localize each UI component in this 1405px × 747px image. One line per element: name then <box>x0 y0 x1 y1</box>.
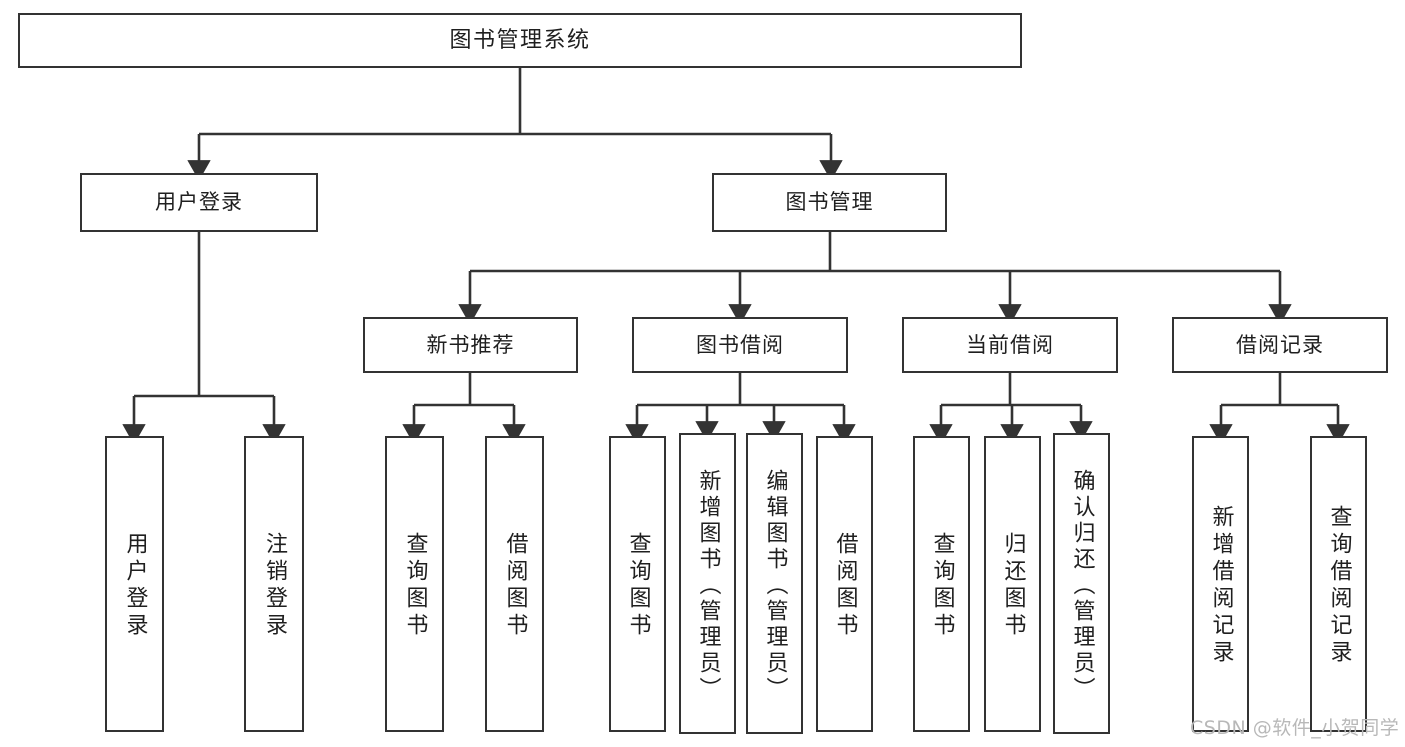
node-leaf-query-book-3[interactable]: 查询图书 <box>913 436 970 732</box>
node-leaf-query-book-2-label: 查询图书 <box>625 532 651 640</box>
node-root-system[interactable]: 图书管理系统 <box>18 13 1022 68</box>
node-borrow-record[interactable]: 借阅记录 <box>1172 317 1388 373</box>
node-user-login-label: 用户登录 <box>155 190 243 215</box>
node-book-borrow-label: 图书借阅 <box>696 332 784 357</box>
node-new-book-recommend-label: 新书推荐 <box>426 332 515 357</box>
node-leaf-confirm-return[interactable]: 确认归还（管理员） <box>1053 433 1110 734</box>
csdn-watermark: CSDN @软件_小贺同学 <box>1190 717 1400 739</box>
node-leaf-add-record-label: 新增借阅记录 <box>1208 505 1234 667</box>
node-leaf-borrow-book-2-label: 借阅图书 <box>832 532 858 640</box>
node-leaf-edit-book-label: 编辑图书（管理员） <box>762 468 788 703</box>
node-leaf-query-book-3-label: 查询图书 <box>929 532 955 640</box>
node-leaf-user-login[interactable]: 用户登录 <box>105 436 164 732</box>
node-user-login[interactable]: 用户登录 <box>80 173 318 232</box>
node-leaf-return-book[interactable]: 归还图书 <box>984 436 1041 732</box>
node-leaf-confirm-return-label: 确认归还（管理员） <box>1069 468 1095 703</box>
node-leaf-borrow-book-2[interactable]: 借阅图书 <box>816 436 873 732</box>
node-leaf-borrow-book-1[interactable]: 借阅图书 <box>485 436 544 732</box>
node-leaf-edit-book[interactable]: 编辑图书（管理员） <box>746 433 803 734</box>
node-leaf-return-book-label: 归还图书 <box>1000 532 1026 640</box>
node-leaf-query-book-1[interactable]: 查询图书 <box>385 436 444 732</box>
node-current-borrow[interactable]: 当前借阅 <box>902 317 1118 373</box>
node-book-manage[interactable]: 图书管理 <box>712 173 947 232</box>
node-leaf-query-record[interactable]: 查询借阅记录 <box>1310 436 1367 732</box>
node-book-borrow[interactable]: 图书借阅 <box>632 317 848 373</box>
node-leaf-borrow-book-1-label: 借阅图书 <box>502 532 528 640</box>
node-leaf-add-book[interactable]: 新增图书（管理员） <box>679 433 736 734</box>
node-root-system-label: 图书管理系统 <box>449 27 591 53</box>
node-leaf-add-book-label: 新增图书（管理员） <box>695 468 721 703</box>
node-borrow-record-label: 借阅记录 <box>1236 332 1324 357</box>
node-current-borrow-label: 当前借阅 <box>966 332 1054 357</box>
node-leaf-query-record-label: 查询借阅记录 <box>1326 505 1352 667</box>
node-leaf-user-logout-label: 注销登录 <box>262 532 287 640</box>
node-leaf-user-logout[interactable]: 注销登录 <box>244 436 304 732</box>
node-book-manage-label: 图书管理 <box>785 190 874 215</box>
node-new-book-recommend[interactable]: 新书推荐 <box>363 317 578 373</box>
node-leaf-user-login-label: 用户登录 <box>122 532 148 640</box>
node-leaf-query-book-1-label: 查询图书 <box>402 532 428 640</box>
node-leaf-query-book-2[interactable]: 查询图书 <box>609 436 666 732</box>
node-leaf-add-record[interactable]: 新增借阅记录 <box>1192 436 1249 732</box>
